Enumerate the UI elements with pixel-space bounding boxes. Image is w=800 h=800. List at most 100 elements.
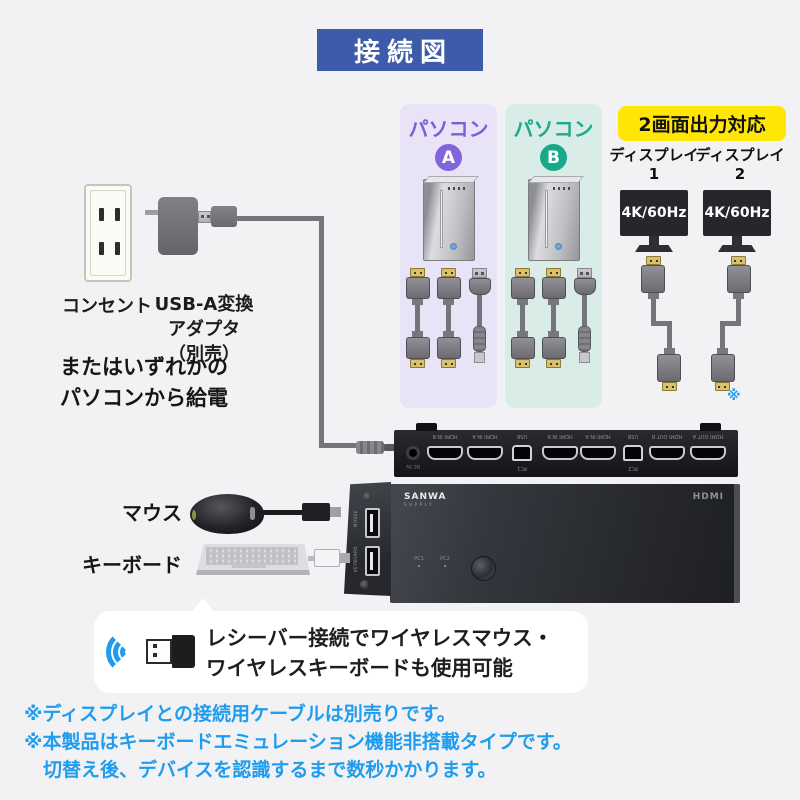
mouse-cable [262, 510, 304, 515]
power-cable-to-jack [319, 443, 359, 448]
hdmi-cable [510, 268, 536, 368]
display2-spec: 4K/60Hz [704, 205, 770, 221]
cable-wire [415, 305, 420, 331]
display1-monitor: 4K/60Hz [620, 190, 688, 236]
dc-power-jack [406, 446, 420, 460]
hdmi-in-b-port-pc1 [427, 446, 463, 460]
cable-wire [446, 305, 451, 331]
switch-rear-panel: DC 5V HDMI IN B HDMI IN A USB HDMI IN B … [394, 423, 738, 477]
usb-cable [572, 268, 598, 368]
mouse-usb-port [365, 508, 380, 538]
hdmi-plug-body [641, 265, 665, 293]
port-label: HDMI IN A [585, 433, 611, 439]
pc-a-label: パソコン [408, 117, 489, 141]
hdmi-cable [436, 268, 462, 368]
power-alt-note-line2: パソコンから給電 [60, 386, 228, 410]
mouse-usb-plug [302, 503, 330, 521]
footnote-line1: ※ディスプレイとの接続用ケーブルは別売りです。 [24, 703, 456, 725]
hdmi-plug-body [510, 277, 535, 299]
usb-receiver-body [172, 635, 195, 668]
pc-a-tower-illustration [422, 179, 475, 261]
pc-b-panel: パソコン B [505, 104, 602, 408]
cable-wire [651, 299, 656, 326]
outlet-slot [99, 208, 104, 221]
tower-drive-slot [439, 190, 443, 248]
dc-plug [356, 441, 384, 454]
keyboard-port-label: KEYBOARD [353, 546, 358, 572]
cable-neck [548, 331, 559, 337]
usb-receiver-icon [146, 639, 172, 664]
display1-number: 1 [648, 165, 660, 183]
cable-wire [551, 305, 556, 331]
display2-number: 2 [734, 165, 746, 183]
cable-wire [651, 321, 672, 326]
brand-line1: SANWA [404, 492, 447, 502]
switch-side-panel: MOUSE KEYBOARD [344, 482, 391, 596]
display1-spec: 4K/60Hz [621, 205, 687, 221]
cable-neck [664, 348, 675, 354]
brand-line2: SUPPLY [404, 502, 435, 507]
cable-wire [667, 321, 672, 350]
adapter-label-line1: USB-A変換 [154, 294, 254, 315]
mouse-usb-plug-tip [330, 507, 341, 517]
display1-name: ディスプレイ [609, 146, 699, 164]
port-label: USB [516, 433, 528, 439]
usb-a-connector-top [472, 268, 487, 278]
hdmi-plug-body [727, 265, 751, 293]
hdmi-out-b-port [649, 446, 685, 460]
port-label: HDMI IN B [432, 433, 458, 439]
tower-emblem [449, 243, 457, 250]
keyboard-illustration [196, 543, 310, 575]
usb-b-plug-body [473, 326, 486, 352]
cable-wire [582, 295, 587, 326]
hdmi-plug-body [541, 337, 566, 359]
keyboard-keys [206, 547, 298, 565]
hdmi-connector-bottom [441, 359, 456, 368]
port-label: HDMI OUT A [692, 433, 724, 439]
cable-neck [548, 299, 559, 305]
hdmi-plug-body [436, 277, 461, 299]
select-button-illustration [471, 556, 496, 581]
hdmi-connector-top [546, 268, 561, 277]
mouse-label: マウス [122, 501, 182, 525]
wireless-note-line1: レシーバー接続でワイヤレスマウス・ [206, 626, 554, 650]
hdmi-plug-body [405, 277, 430, 299]
pc1-group-label: PC1 [517, 465, 527, 471]
pc-a-cables [405, 268, 493, 368]
keyboard-usb-plug-tip [340, 553, 350, 563]
adapter-label-line3: （別売） [168, 344, 240, 365]
power-alt-note-line1: またはいずれかの [60, 355, 228, 379]
hdmi-connector-top [646, 256, 661, 265]
usb-cable [467, 268, 493, 368]
power-cable-horizontal [236, 216, 322, 221]
cable-neck [517, 299, 528, 305]
wifi-wave-icon [106, 630, 150, 674]
keyboard-usb-port [365, 546, 380, 576]
hdmi-cable [405, 268, 431, 368]
dc-jack-label: DC 5V [406, 463, 420, 468]
hdmi-connector-bottom [662, 382, 677, 391]
hdmi-connector-bottom [515, 359, 530, 368]
usb-b-connector-bottom [579, 352, 590, 363]
pc2-group-label: PC2 [628, 465, 638, 471]
usb-a-connector-top [577, 268, 592, 278]
adapter-prong [145, 210, 158, 215]
adapter-label-line2: アダプタ [168, 319, 240, 340]
page-title: 接続図 [317, 29, 483, 71]
mouse-illustration [190, 494, 264, 534]
hdmi-plug-body [436, 337, 461, 359]
hdmi-connector-bottom [410, 359, 425, 368]
keyboard-cable [308, 556, 318, 561]
rear-foot [416, 423, 437, 431]
display1-hdmi-cable [630, 256, 686, 402]
wifi-wave-icon [113, 637, 143, 667]
footnote-line2: ※本製品はキーボードエミュレーション機能非搭載タイプです。 [24, 731, 572, 753]
outlet-label: コンセント [62, 296, 152, 317]
footnotes: ※ディスプレイとの接続用ケーブルは別売りです。 ※本製品はキーボードエミュレーシ… [24, 700, 644, 784]
power-alt-note: またはいずれかの パソコンから給電 [60, 352, 290, 414]
port-label: HDMI IN A [472, 433, 498, 439]
wireless-note-line2: ワイヤレスキーボードも使用可能 [206, 656, 513, 680]
usb-plug-shell [211, 206, 237, 227]
hdmi-cable [541, 268, 567, 368]
